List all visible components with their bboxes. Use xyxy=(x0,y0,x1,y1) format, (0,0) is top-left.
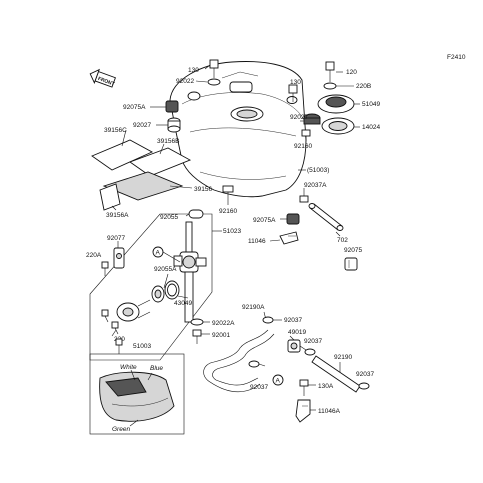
fuel-cock-51023 xyxy=(173,221,207,323)
detail-marker-a-top: A xyxy=(152,246,181,263)
label-92037A: 92037A xyxy=(304,182,327,189)
label-92190A: 92190A xyxy=(242,304,265,311)
clamp-92037-e xyxy=(358,382,370,390)
tank-decal-inset xyxy=(99,371,175,422)
screw-assembly-bottom xyxy=(115,338,123,354)
label-130-right: 130 xyxy=(290,79,301,86)
label-39156: 39156 xyxy=(194,186,212,193)
figure-id: F2410 xyxy=(447,54,466,61)
washer-92022A xyxy=(190,318,204,326)
label-green: Green xyxy=(112,426,130,433)
assembly-outline xyxy=(89,213,213,361)
hose-92190A xyxy=(203,329,275,393)
pad-39156 xyxy=(102,171,184,201)
bolt-120 xyxy=(325,61,335,82)
front-label: FRONT xyxy=(97,76,115,88)
label-92027-right: 92027 xyxy=(290,114,308,121)
label-130A: 130A xyxy=(318,383,334,390)
pad-92160-mid xyxy=(222,185,234,193)
label-92027-left: 92027 xyxy=(133,122,151,129)
washer-220B xyxy=(323,82,337,90)
label-92075: 92075 xyxy=(344,247,362,254)
label-92037-d: 92037 xyxy=(250,384,268,391)
label-92075A-left: 92075A xyxy=(123,104,146,111)
clamp-92037A xyxy=(299,195,309,203)
pipe-702 xyxy=(308,203,344,231)
label-92037-b: 92037 xyxy=(304,338,322,345)
label-14024: 14024 xyxy=(362,124,380,131)
clamp-92037-b xyxy=(248,360,260,368)
inset-frame xyxy=(89,353,185,435)
label-51049: 51049 xyxy=(362,101,380,108)
pad-39156C xyxy=(91,139,154,171)
bolt-130-right xyxy=(288,84,298,102)
label-43049: 43049 xyxy=(174,300,192,307)
label-92077: 92077 xyxy=(107,235,125,242)
label-220A: 220A xyxy=(86,252,102,259)
label-120: 120 xyxy=(346,69,357,76)
bolt-92001 xyxy=(192,329,202,344)
label-blue: Blue xyxy=(150,365,163,372)
label-92075A-mid: 92075A xyxy=(253,217,276,224)
pad-39156A xyxy=(99,183,121,211)
label-702: 702 xyxy=(337,237,348,244)
label-92037-a: 92037 xyxy=(284,317,302,324)
label-92037-c: 92037 xyxy=(356,371,374,378)
label-92055: 92055 xyxy=(160,214,178,221)
label-39156B: 39156B xyxy=(157,138,179,145)
clamp-92037-a xyxy=(262,316,274,324)
label-92055A: 92055A xyxy=(154,266,177,273)
washer-92022 xyxy=(207,78,221,86)
pad-39156B xyxy=(129,147,192,177)
svg-text:A: A xyxy=(156,250,161,257)
label-92190: 92190 xyxy=(334,354,352,361)
label-39156A: 39156A xyxy=(106,212,129,219)
front-arrow-icon: FRONT xyxy=(89,68,116,88)
label-92022A: 92022A xyxy=(212,320,235,327)
label-92160-mid: 92160 xyxy=(219,208,237,215)
label-92022: 92022 xyxy=(176,78,194,85)
screw-220-a xyxy=(101,309,109,323)
lever-92077 xyxy=(113,247,125,269)
o-ring-43049 xyxy=(164,280,180,300)
grommet-92075A-mid xyxy=(286,213,300,225)
svg-text:A: A xyxy=(276,378,281,385)
label-92001: 92001 xyxy=(212,332,230,339)
screw-220-b xyxy=(111,321,119,335)
label-51003-ref: (51003) xyxy=(307,167,329,174)
bolt-130A xyxy=(299,379,309,396)
label-220B: 220B xyxy=(356,83,371,90)
label-130-top: 130 xyxy=(188,67,199,74)
grommet-92075A-left xyxy=(165,100,179,113)
fuel-tank xyxy=(169,61,307,198)
label-11046A: 11046A xyxy=(318,408,341,415)
label-49019: 49019 xyxy=(288,329,306,336)
hose-92190 xyxy=(311,355,361,393)
label-39156C: 39156C xyxy=(104,127,127,134)
collar-92027-left xyxy=(167,117,181,133)
gasket-14024 xyxy=(321,117,355,135)
bracket-11046A xyxy=(295,399,311,423)
label-white: White xyxy=(120,364,137,371)
o-ring-92055 xyxy=(188,209,204,219)
label-51023: 51023 xyxy=(223,228,241,235)
detail-marker-a-bottom: A xyxy=(272,374,284,386)
bolt-130-top xyxy=(209,59,219,78)
valve-49019 xyxy=(287,339,307,353)
clamp-92037-c xyxy=(304,348,316,356)
screw-220A xyxy=(101,261,109,276)
gasket-92055A xyxy=(151,285,165,303)
damper-92075 xyxy=(344,257,358,271)
cap-51049 xyxy=(317,94,355,114)
label-92160-right: 92160 xyxy=(294,143,312,150)
label-11046: 11046 xyxy=(248,238,266,245)
plate-220 xyxy=(116,299,151,322)
label-51003-inset: 51003 xyxy=(133,343,151,350)
pad-92160-right xyxy=(301,129,311,137)
bracket-11046 xyxy=(279,231,299,245)
